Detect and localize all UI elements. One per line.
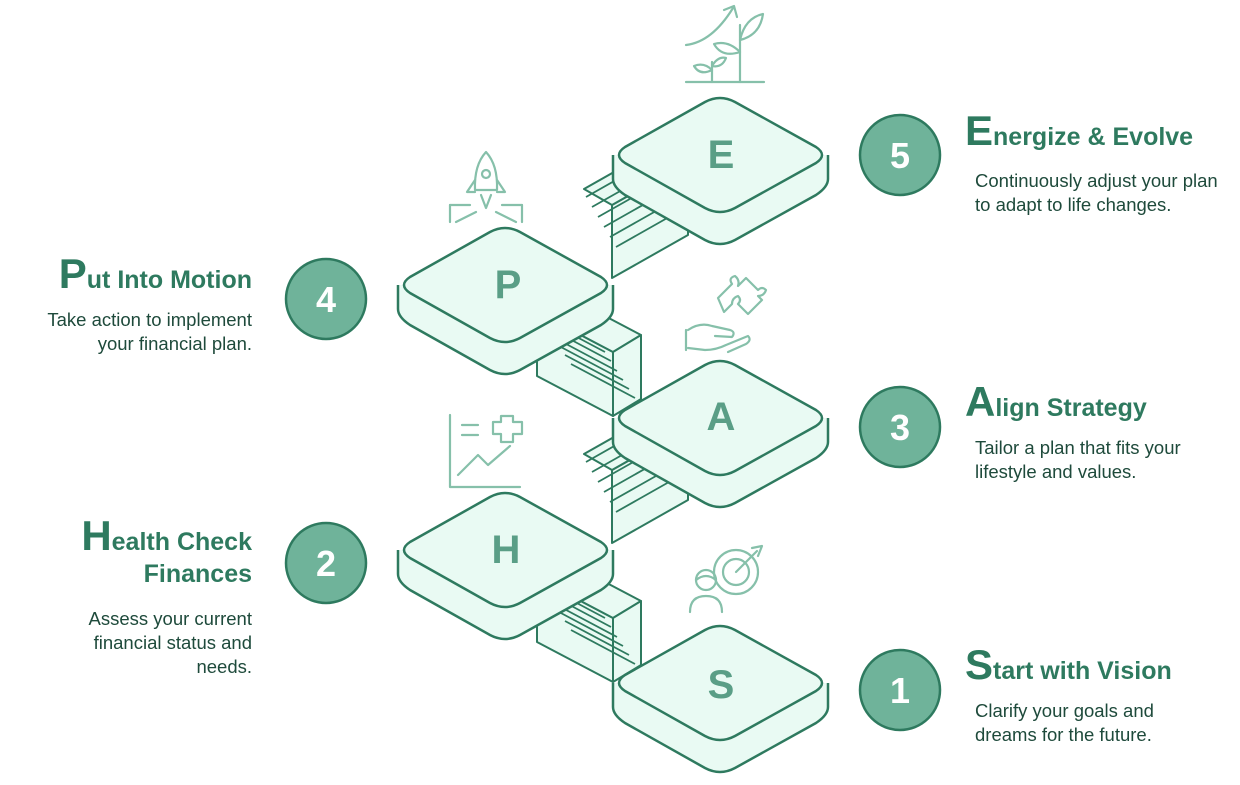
step-number-badge: 1 — [858, 648, 942, 732]
step-number-badge: 4 — [284, 257, 368, 341]
svg-text:3: 3 — [890, 407, 910, 448]
step-title: Put Into Motion — [58, 250, 252, 297]
step-number-badge: 3 — [858, 385, 942, 469]
step-letter: H — [492, 528, 521, 572]
step-title: Health Check Finances — [81, 512, 252, 589]
step-title: Align Strategy — [965, 378, 1147, 425]
step-letter: S — [708, 663, 735, 707]
svg-text:5: 5 — [890, 135, 910, 176]
step-title: Energize & Evolve — [965, 107, 1194, 154]
step-description: Tailor a plan that fits your lifestyle a… — [975, 437, 1181, 482]
step-description: Continuously adjust your plan to adapt t… — [975, 170, 1218, 215]
rocket-icon — [448, 150, 524, 224]
step-letter: E — [708, 133, 735, 177]
hand-puzzle-icon — [684, 274, 768, 354]
step-letter: P — [495, 263, 522, 307]
step-description: Assess your current financial status and… — [88, 608, 252, 677]
svg-text:1: 1 — [890, 670, 910, 711]
step-number-badge: 2 — [284, 521, 368, 605]
chart-plus-icon — [448, 413, 524, 489]
svg-text:4: 4 — [316, 279, 336, 320]
step-letter: A — [707, 395, 736, 439]
step-number-badge: 5 — [858, 113, 942, 197]
growth-plant-icon — [684, 4, 766, 84]
svg-text:2: 2 — [316, 543, 336, 584]
target-person-icon — [688, 544, 764, 614]
step-description: Take action to implement your financial … — [47, 309, 252, 354]
step-title: Start with Vision — [965, 641, 1172, 688]
step-description: Clarify your goals and dreams for the fu… — [975, 700, 1154, 745]
